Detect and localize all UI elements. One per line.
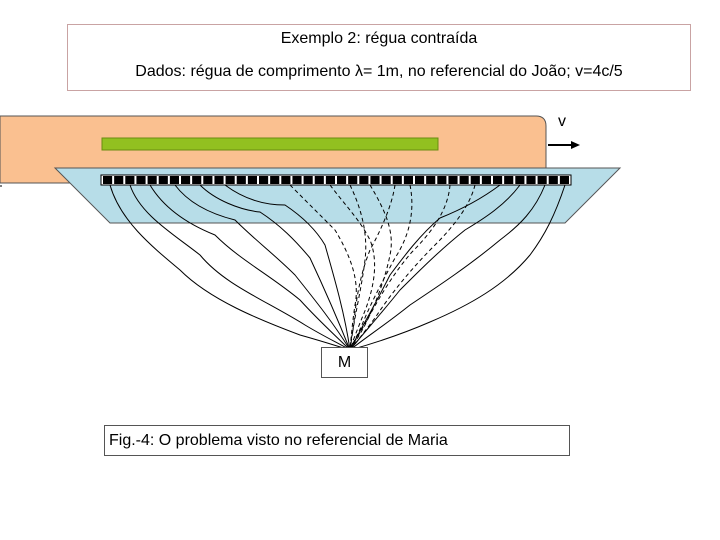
title-box: Exemplo 2: régua contraída Dados: régua … [67,24,691,91]
velocity-arrow [548,141,580,149]
velocity-label: v [558,113,566,130]
scale-segment [292,176,302,184]
scale-segment [448,176,458,184]
scale-segment [236,176,246,184]
slide-title: Exemplo 2: régua contraída [280,30,478,47]
scale-segment [526,176,536,184]
scale-segment [381,176,391,184]
scale-segment [392,176,402,184]
figure-caption: Fig.-4: O problema visto no referencial … [104,425,570,456]
scale-segment [370,176,380,184]
scale-segment [192,176,202,184]
scale-segment [114,176,124,184]
scale-segment [481,176,491,184]
scale-segment [158,176,168,184]
scale-segment [270,176,280,184]
scale-segment [426,176,436,184]
scale-segment [214,176,224,184]
scale-segment [415,176,425,184]
scale-segment [559,176,569,184]
scale-segment [169,176,179,184]
measuring-scale [100,174,572,186]
scale-segment [459,176,469,184]
scale-segment [203,176,213,184]
scale-segment [314,176,324,184]
scale-segment [515,176,525,184]
scale-segment [136,176,146,184]
scale-segment [259,176,269,184]
observer-label: M [321,347,368,378]
scale-segment [303,176,313,184]
scale-segment [147,176,157,184]
scale-segment [437,176,447,184]
scale-segment [548,176,558,184]
scale-segment [125,176,135,184]
light-paths-solid [109,184,566,351]
scale-segment [337,176,347,184]
scale-segment [504,176,514,184]
light-paths-dashed [289,184,476,351]
scale-segment [359,176,369,184]
scale-segment [281,176,291,184]
scale-segment [470,176,480,184]
scale-segment [225,176,235,184]
scale-segment [247,176,257,184]
scale-segment [103,176,113,184]
given-data-text: Dados: régua de comprimento λ= 1m, no re… [135,63,623,80]
scale-segment [181,176,191,184]
scale-segment [493,176,503,184]
contracted-ruler [101,137,439,151]
scale-segment [348,176,358,184]
scale-segment [403,176,413,184]
scale-segment [325,176,335,184]
scale-segment [537,176,547,184]
